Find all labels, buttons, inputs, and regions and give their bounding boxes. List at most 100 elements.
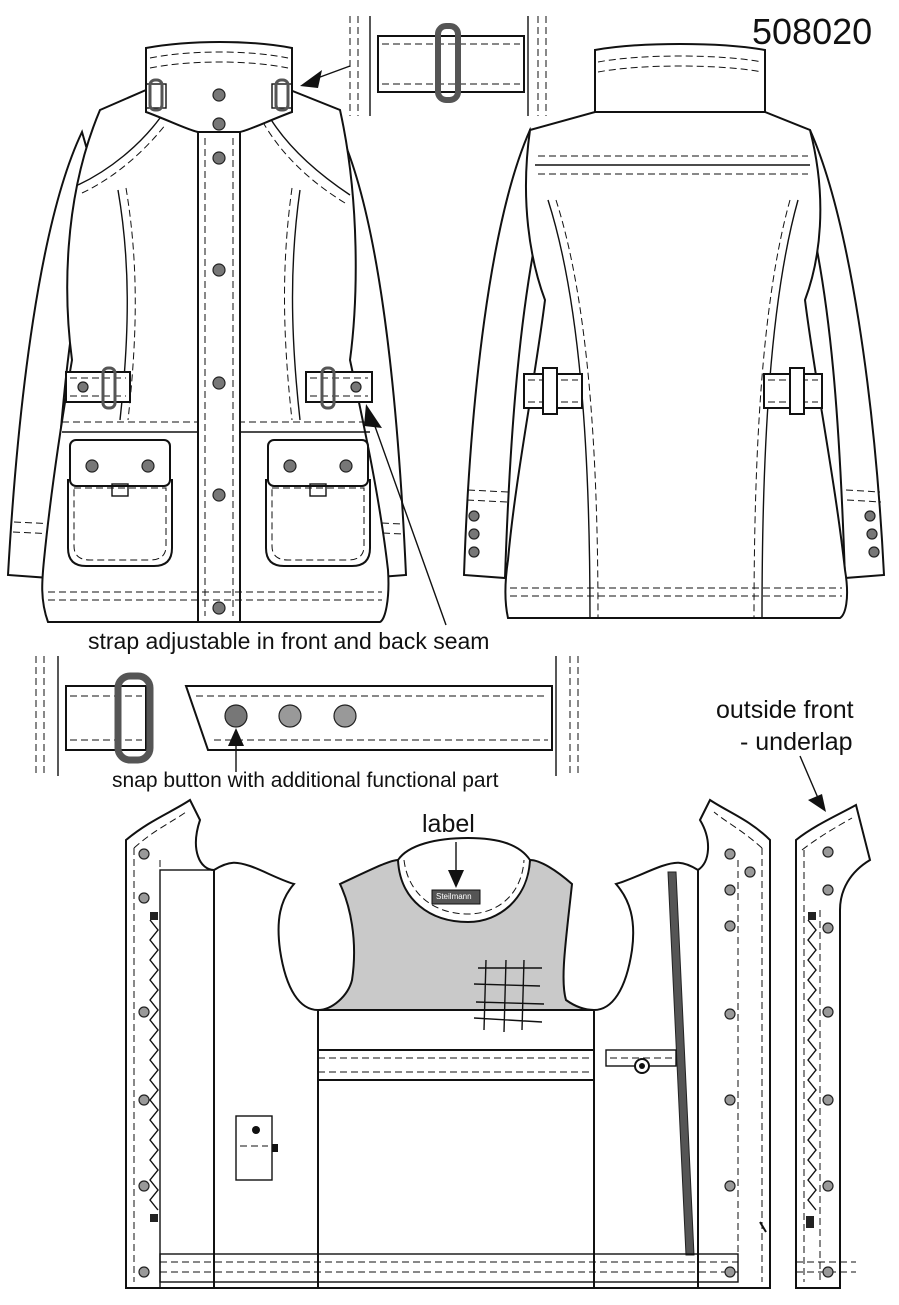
underlap-button bbox=[822, 1180, 834, 1192]
inside-hem-band bbox=[159, 1253, 739, 1283]
outside-front-label: outside front bbox=[716, 696, 854, 724]
inside-right-front bbox=[697, 798, 771, 1289]
strap-detail-ring bbox=[114, 672, 154, 764]
inside-left-front-button bbox=[138, 1094, 150, 1106]
front-left-strap-stitch bbox=[70, 377, 126, 397]
collar-detail-left-edge bbox=[349, 16, 359, 116]
front-right-strap bbox=[305, 371, 373, 403]
underlap-button bbox=[822, 1006, 834, 1018]
front-left-strap-ring bbox=[101, 366, 117, 410]
strap-detail-left-edge bbox=[35, 656, 45, 776]
label-callout: label bbox=[422, 810, 475, 838]
front-right-princess-stitch bbox=[284, 187, 293, 421]
front-left-yoke-seam bbox=[77, 117, 161, 186]
underlap-zip-stop bbox=[806, 1216, 814, 1228]
back-left-princess-stitch bbox=[555, 199, 599, 619]
back-right-cuff-button bbox=[864, 510, 876, 522]
strap-detail-right-edge bbox=[569, 656, 579, 776]
back-right-cuff-button bbox=[866, 528, 878, 540]
collar-detail-arrowhead bbox=[300, 70, 322, 88]
inside-brand-label bbox=[431, 889, 481, 905]
back-left-strap-keeper bbox=[542, 367, 558, 415]
underlap-button bbox=[822, 1094, 834, 1106]
front-right-pocket-button bbox=[339, 459, 353, 473]
underlap-arrowhead bbox=[808, 794, 826, 812]
underlap-zip-teeth bbox=[807, 919, 817, 1211]
back-left-cuff bbox=[466, 489, 509, 503]
front-right-strap-ring bbox=[320, 366, 336, 410]
brand-tag-text: Steilmann bbox=[436, 892, 472, 901]
collar-detail bbox=[300, 16, 547, 116]
placket-button bbox=[212, 88, 226, 102]
collar-detail-right-edge bbox=[537, 16, 547, 116]
inside-left-lining bbox=[213, 861, 319, 1289]
back-view bbox=[462, 43, 886, 619]
inside-right-front-mark bbox=[759, 1221, 767, 1233]
front-right-princess-seam bbox=[291, 189, 301, 421]
underlap-button bbox=[822, 884, 834, 896]
front-left-strap-snap bbox=[77, 381, 89, 393]
inside-left-zip-teeth bbox=[149, 919, 159, 1211]
inside-hem-stitch bbox=[160, 1261, 738, 1273]
front-left-pocket-button bbox=[141, 459, 155, 473]
front-collar-stitch bbox=[149, 51, 289, 69]
back-left-cuff-button bbox=[468, 510, 480, 522]
inside-back-waist-stitch bbox=[318, 1057, 594, 1073]
underlap-detail bbox=[795, 755, 872, 1289]
underlap-label: - underlap bbox=[740, 728, 853, 756]
strap-detail-right-piece bbox=[184, 685, 553, 751]
style-number: 508020 bbox=[752, 11, 873, 52]
underlap-hem-stitch bbox=[796, 1261, 856, 1273]
underlap-button bbox=[822, 1266, 834, 1278]
strap-note: strap adjustable in front and back seam bbox=[88, 628, 490, 654]
back-left-sleeve bbox=[462, 126, 547, 580]
strap-detail-right-stitch bbox=[196, 695, 548, 741]
back-right-sleeve bbox=[803, 129, 886, 580]
snap-arrowhead bbox=[228, 728, 244, 746]
placket-button bbox=[212, 263, 226, 277]
inside-right-front-button bbox=[724, 1266, 736, 1278]
inside-left-front-button bbox=[138, 1266, 150, 1278]
back-left-cuff-button bbox=[468, 528, 480, 540]
inside-right-lining bbox=[593, 861, 699, 1289]
strap-detail bbox=[35, 404, 579, 776]
inside-right-front-button bbox=[724, 1094, 736, 1106]
inside-left-front-button bbox=[138, 848, 150, 860]
front-right-pocket-tab bbox=[309, 483, 327, 497]
inside-view bbox=[125, 798, 771, 1289]
strap-arrow bbox=[371, 417, 447, 626]
back-right-princess-stitch bbox=[753, 199, 791, 619]
inside-back-waist-band bbox=[317, 1049, 595, 1081]
front-left-strap bbox=[65, 371, 131, 403]
inside-right-front-button bbox=[724, 884, 736, 896]
front-right-yoke-seam bbox=[269, 117, 351, 196]
front-placket-stitch bbox=[204, 138, 234, 616]
collar-detail-strap bbox=[377, 35, 525, 93]
inside-right-pocket-button-center bbox=[639, 1063, 645, 1069]
back-right-strap-keeper bbox=[789, 367, 805, 415]
front-right-pocket-button bbox=[283, 459, 297, 473]
back-yoke-stitch bbox=[538, 155, 808, 175]
inside-back-neck bbox=[396, 836, 532, 924]
placket-button bbox=[212, 151, 226, 165]
front-right-pocket bbox=[265, 479, 371, 567]
inside-left-pocket-tab bbox=[272, 1144, 278, 1152]
front-collar bbox=[145, 41, 293, 133]
inside-left-pocket-button bbox=[252, 1126, 260, 1134]
inside-right-zip-tape bbox=[667, 871, 695, 1256]
front-left-pocket-button bbox=[85, 459, 99, 473]
strap-detail-left-stitch bbox=[70, 695, 142, 741]
front-collar-right-ring bbox=[274, 78, 290, 112]
front-left-pocket-flap bbox=[69, 439, 171, 487]
underlap-panel bbox=[795, 803, 872, 1289]
collar-detail-ring bbox=[435, 23, 461, 103]
underlap-zip-stop bbox=[808, 912, 816, 920]
inside-left-front-button bbox=[138, 1180, 150, 1192]
front-collar-left-tab bbox=[145, 83, 167, 109]
back-hem-stitch bbox=[510, 587, 842, 597]
front-collar-right-tab bbox=[271, 83, 293, 109]
strap-snap-button bbox=[278, 704, 302, 728]
front-right-yoke-stitch bbox=[263, 123, 346, 204]
